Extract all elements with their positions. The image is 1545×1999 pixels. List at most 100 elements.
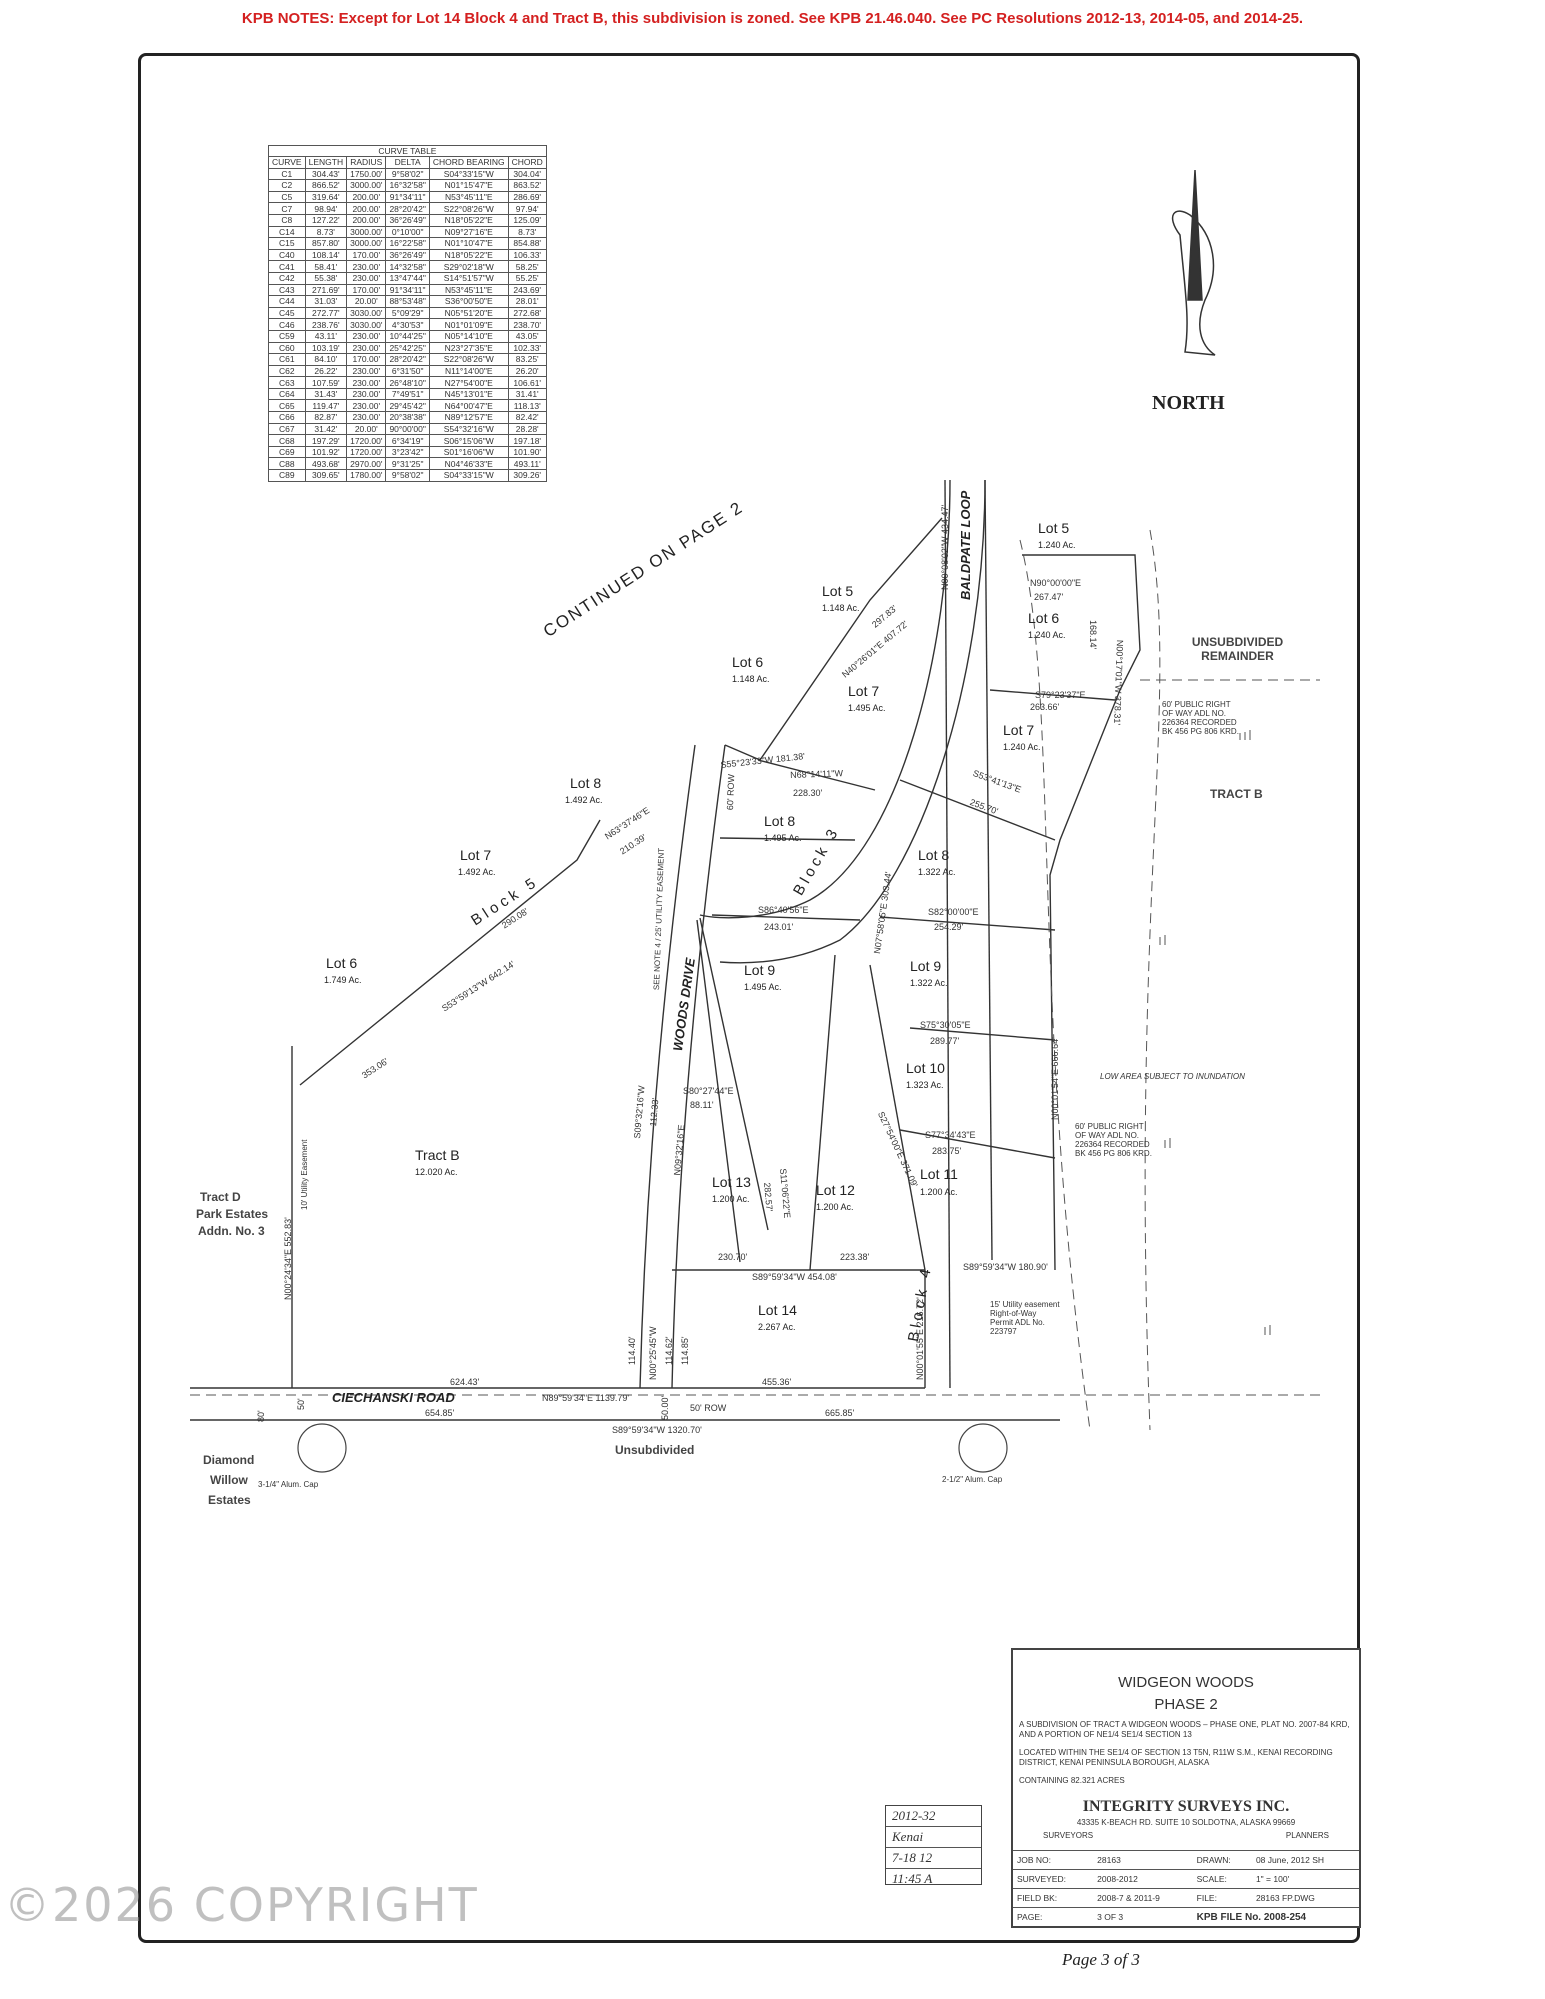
curve-table-cell: 200.00' xyxy=(346,190,387,204)
curve-table-cell: 82.42' xyxy=(507,411,547,424)
curve-table-cell: 170.00' xyxy=(346,353,387,366)
curve-table-header: CHORD xyxy=(507,156,547,169)
north-label: NORTH xyxy=(1152,392,1225,414)
monument-icon xyxy=(297,1423,347,1473)
lot-acres: 1.322 Ac. xyxy=(918,867,956,877)
dimension-label: 243.01' xyxy=(764,922,794,932)
stamp-district: Kenai xyxy=(886,1827,981,1848)
lot-acres: 1.492 Ac. xyxy=(458,867,496,877)
curve-table-header: DELTA xyxy=(385,156,430,169)
scale-label: SCALE: xyxy=(1192,1869,1252,1889)
curve-table-cell: C41 xyxy=(268,260,306,273)
dimension-label: N89°59'34"E 1139.79' xyxy=(542,1393,630,1403)
dimension-label: S75°30'05"E xyxy=(920,1020,971,1030)
curve-table-cell: C67 xyxy=(268,422,306,436)
surveyed-value: 2008-2012 xyxy=(1093,1869,1193,1889)
curve-table-cell: 20°38'38" xyxy=(385,411,430,424)
page-value: 3 OF 3 xyxy=(1093,1907,1193,1926)
curve-table-cell: 230.00' xyxy=(346,271,387,285)
dimension-label: 50' xyxy=(296,1398,306,1410)
curve-table-cell: 238.70' xyxy=(507,318,547,331)
lot-acres: 1.495 Ac. xyxy=(764,833,802,843)
curve-table-cell: 854.88' xyxy=(507,237,547,250)
curve-table-cell: 0°10'00" xyxy=(385,225,430,239)
file-label: FILE: xyxy=(1192,1888,1252,1908)
curve-table-cell: C46 xyxy=(268,318,306,331)
lot-label: Lot 6 xyxy=(326,955,358,971)
curve-table-cell: C62 xyxy=(268,364,306,378)
curve-table-cell: C88 xyxy=(268,457,306,471)
curve-table-cell: N45°13'01"E xyxy=(428,387,509,401)
title-block: WIDGEON WOODS PHASE 2 A SUBDIVISION OF T… xyxy=(1011,1648,1361,1928)
lot-label: Tract B xyxy=(415,1147,460,1163)
lot-acres: 1.240 Ac. xyxy=(1038,540,1076,550)
curve-table-cell: 3000.00' xyxy=(346,237,387,250)
curve-table-cell: 8.73' xyxy=(304,225,348,239)
curve-table-cell: 4°30'53" xyxy=(385,318,430,331)
dimension-label: 114.62' xyxy=(664,1336,674,1365)
lot-acres: 1.200 Ac. xyxy=(920,1187,958,1197)
lot-acres: 1.322 Ac. xyxy=(910,978,948,988)
curve-table-cell: 107.59' xyxy=(304,376,348,389)
curve-table-cell: 170.00' xyxy=(346,248,387,262)
curve-table-cell: 272.68' xyxy=(507,306,547,320)
monument-label: 2-1/2" Alum. Cap xyxy=(942,1475,1003,1484)
addn-label: Addn. No. 3 xyxy=(198,1224,265,1238)
curve-table-cell: C40 xyxy=(268,248,306,262)
curve-table-cell: 28.01' xyxy=(507,295,547,308)
lot-acres: 12.020 Ac. xyxy=(415,1167,458,1177)
dimension-label: 455.36' xyxy=(762,1377,792,1387)
marsh-symbol-icon xyxy=(1159,730,1271,1335)
curve-table-cell: 103.19' xyxy=(304,341,348,355)
curve-table-cell: C2 xyxy=(268,179,306,192)
dimension-label: 267.47' xyxy=(1034,592,1064,602)
lot-acres: 1.495 Ac. xyxy=(848,703,886,713)
curve-table-cell: 106.61' xyxy=(507,376,547,389)
curve-table-cell: N64°00'47"E xyxy=(428,399,509,413)
curve-table-cell: 55.25' xyxy=(507,271,547,285)
lot-acres: 1.148 Ac. xyxy=(822,603,860,613)
dimension-label: S79°23'37"E xyxy=(1035,690,1086,700)
curve-table-cell: C15 xyxy=(268,237,306,250)
curve-table-cell: 866.52' xyxy=(304,179,348,192)
curve-table-cell: C63 xyxy=(268,376,306,389)
lot-acres: 2.267 Ac. xyxy=(758,1322,796,1332)
curve-table-cell: 43.11' xyxy=(304,329,348,343)
curve-table-cell: 58.41' xyxy=(304,260,348,273)
baldpate-outer-curve xyxy=(719,479,986,964)
planners-label: PLANNERS xyxy=(1285,1831,1329,1840)
curve-table-cell: 1750.00' xyxy=(346,167,387,181)
curve-table-cell: C66 xyxy=(268,411,306,424)
curve-table-cell: 82.87' xyxy=(304,411,348,424)
dimension-label: 283.75' xyxy=(932,1146,962,1156)
lot-label: Lot 6 xyxy=(1028,610,1060,626)
curve-table-cell: 9°58'02" xyxy=(385,469,430,482)
curve-table-cell: 36°26'49" xyxy=(385,248,430,262)
lot-line-block3-north xyxy=(724,517,943,761)
curve-table-cell: 6°34'19" xyxy=(385,434,430,447)
curve-table-cell: 863.52' xyxy=(507,179,547,192)
lot-label: Lot 7 xyxy=(1003,722,1035,738)
dimension-label: 114.40' xyxy=(627,1336,637,1365)
curve-table-cell: 13°47'44" xyxy=(385,271,430,285)
curve-table-cell: N23°27'35"E xyxy=(428,341,509,355)
willow-label: Willow xyxy=(210,1473,248,1487)
curve-table-cell: N05°14'10"E xyxy=(428,329,509,343)
row-note: 60' PUBLIC RIGHT OF WAY ADL NO. 226364 R… xyxy=(1075,1122,1152,1158)
lot-acres: 1.240 Ac. xyxy=(1028,630,1066,640)
east-boundary xyxy=(1022,554,1141,1271)
curve-table-cell: 238.76' xyxy=(304,318,348,331)
curve-table-cell: C44 xyxy=(268,295,306,308)
dimension-label: N90°00'00"E xyxy=(1030,578,1082,588)
curve-table-cell: 7°49'51" xyxy=(385,387,430,401)
